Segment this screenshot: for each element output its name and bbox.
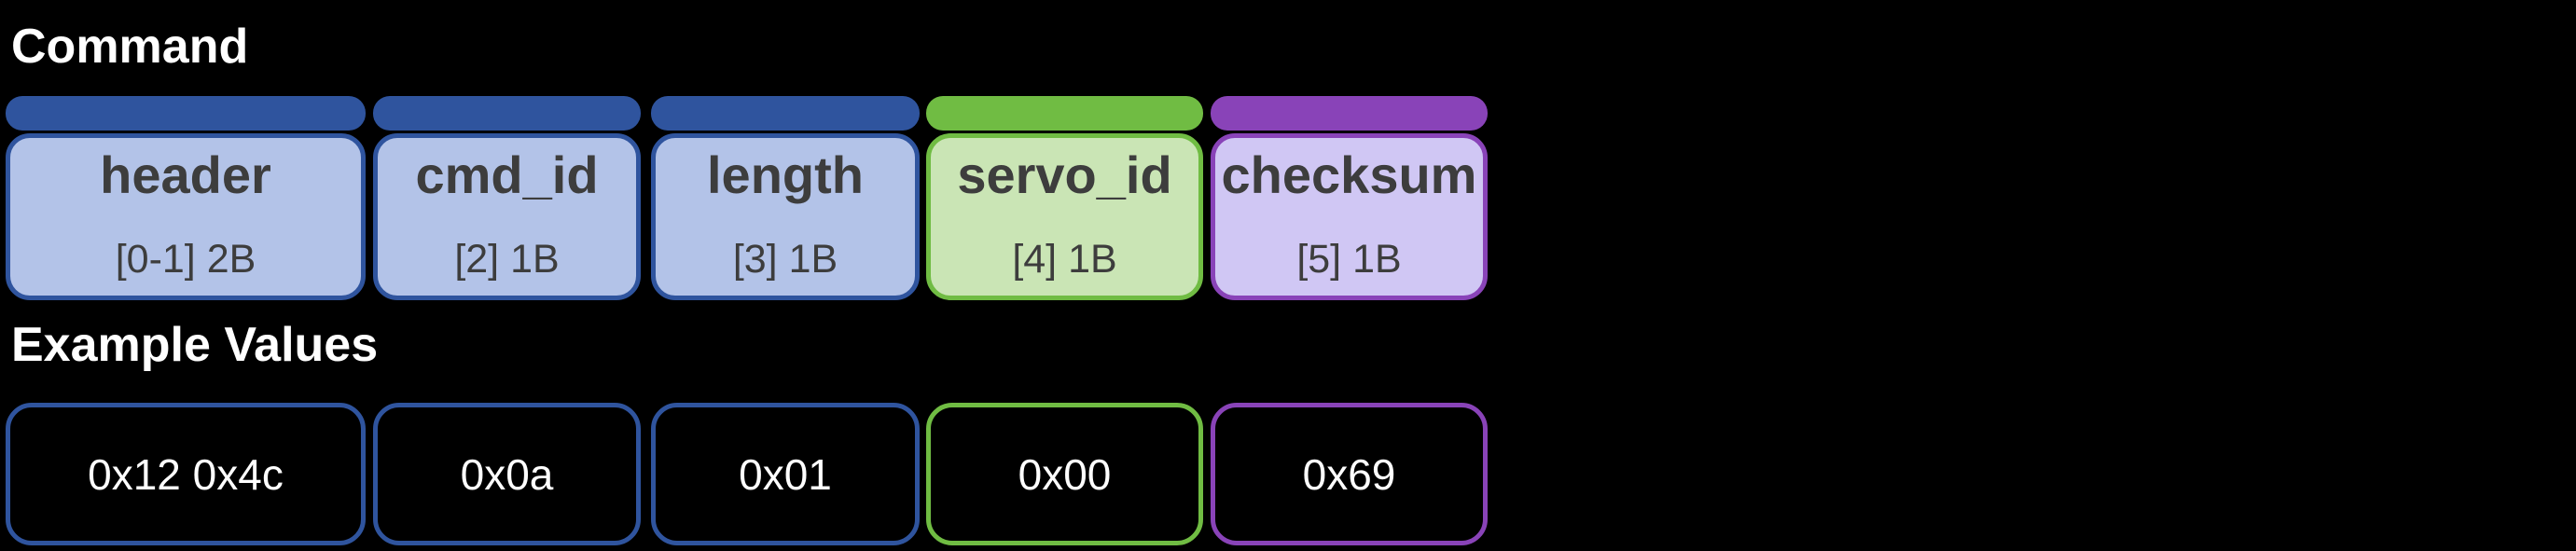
field-box: servo_id [4] 1B (926, 133, 1203, 300)
field-byte-label: [0-1] 2B (115, 237, 256, 282)
command-section-title: Command (11, 20, 249, 74)
field-checksum: checksum [5] 1B (1211, 96, 1488, 300)
example-value-header: 0x12 0x4c (6, 403, 366, 545)
field-cap (926, 96, 1203, 131)
field-box: length [3] 1B (651, 133, 920, 300)
field-box: cmd_id [2] 1B (373, 133, 641, 300)
field-header: header [0-1] 2B (6, 96, 366, 300)
example-value-servo-id: 0x00 (926, 403, 1203, 545)
field-servo-id: servo_id [4] 1B (926, 96, 1203, 300)
example-value-checksum: 0x69 (1211, 403, 1488, 545)
field-byte-label: [2] 1B (454, 237, 560, 282)
field-cap (1211, 96, 1488, 131)
field-box: header [0-1] 2B (6, 133, 366, 300)
field-byte-label: [3] 1B (732, 237, 838, 282)
field-name: cmd_id (415, 145, 599, 204)
field-cap (651, 96, 920, 131)
example-value-length: 0x01 (651, 403, 920, 545)
field-cap (373, 96, 641, 131)
field-name: length (707, 145, 864, 204)
field-byte-label: [4] 1B (1012, 237, 1117, 282)
field-name: header (100, 145, 271, 204)
field-box: checksum [5] 1B (1211, 133, 1488, 300)
field-cap (6, 96, 366, 131)
example-value-cmd-id: 0x0a (373, 403, 641, 545)
field-cmd-id: cmd_id [2] 1B (373, 96, 641, 300)
field-length: length [3] 1B (651, 96, 920, 300)
field-name: servo_id (957, 145, 1172, 204)
field-name: checksum (1221, 145, 1477, 204)
field-byte-label: [5] 1B (1296, 237, 1402, 282)
example-values-section-title: Example Values (11, 318, 379, 372)
